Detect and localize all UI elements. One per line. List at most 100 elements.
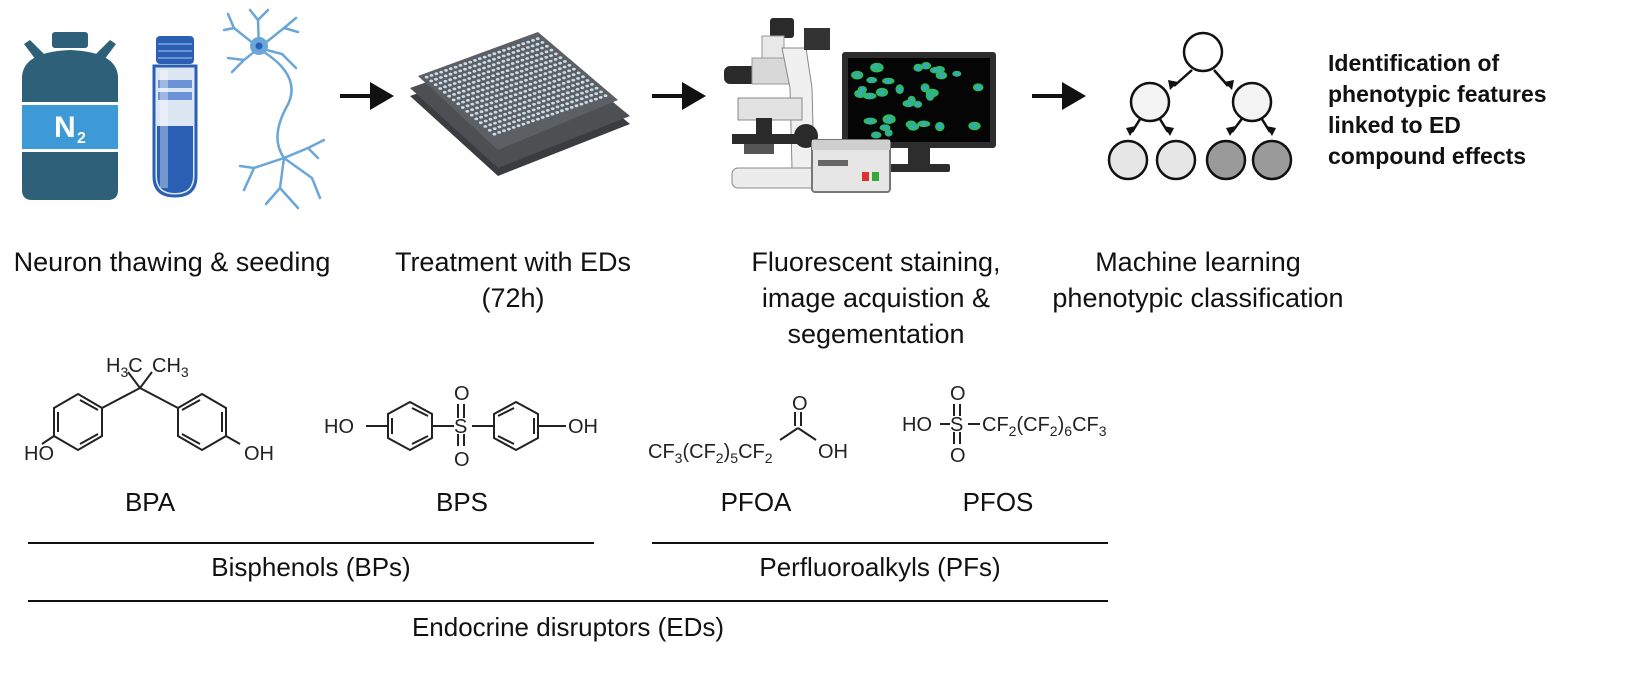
well-dot	[541, 99, 546, 103]
well-dot	[570, 89, 575, 93]
well-dot	[498, 109, 503, 112]
well-dot	[495, 83, 500, 87]
well-dot	[508, 105, 512, 109]
bpa-ch3-label: CH3	[152, 355, 189, 380]
well-dot	[506, 63, 510, 67]
well-dot	[571, 84, 575, 87]
well-dot	[517, 107, 522, 111]
well-dot	[548, 65, 553, 68]
well-dot	[584, 90, 589, 93]
pfoa-oh: OH	[818, 441, 848, 463]
bpa-oh-label: OH	[244, 443, 274, 465]
cell-nucleus	[887, 117, 891, 121]
well-dot	[468, 60, 473, 64]
well-dot	[510, 62, 515, 65]
well-dot	[497, 125, 502, 129]
well-dot	[546, 97, 551, 101]
step-caption-line: Neuron thawing & seeding	[13, 247, 331, 277]
well-dot	[580, 80, 585, 84]
well-dot	[498, 103, 503, 107]
well-dot	[512, 120, 516, 124]
well-dot	[553, 68, 557, 72]
well-dot	[438, 87, 443, 90]
well-dot	[585, 79, 590, 82]
well-dot	[603, 94, 608, 98]
well-dot	[477, 57, 482, 61]
well-dot	[479, 115, 483, 119]
well-dot	[575, 87, 580, 91]
well-dot	[484, 103, 489, 106]
well-dot	[493, 110, 498, 114]
well-dot	[506, 58, 511, 62]
well-dot	[501, 65, 505, 69]
well-dot	[492, 52, 497, 56]
well-dot	[494, 105, 498, 109]
well-dot	[460, 106, 465, 109]
cell-nucleus	[860, 87, 865, 92]
well-dot	[497, 56, 501, 59]
well-dot	[476, 84, 481, 88]
compound-name-bps: BPS	[435, 487, 489, 517]
well-dot	[507, 127, 511, 131]
well-dot	[524, 73, 529, 77]
well-dot	[523, 84, 528, 88]
well-dot	[566, 74, 571, 78]
well-dot	[528, 77, 533, 81]
well-dot	[439, 76, 443, 79]
well-dot	[480, 93, 485, 97]
well-dot	[451, 98, 456, 102]
well-dot	[526, 110, 531, 113]
well-dot	[504, 96, 508, 100]
well-dot	[481, 83, 485, 86]
well-dot	[556, 94, 561, 98]
well-dot	[522, 106, 527, 110]
well-dot	[461, 100, 465, 104]
well-dot	[539, 63, 543, 66]
compound-name-bpa: BPA	[124, 487, 176, 517]
cell-nucleus	[883, 125, 887, 130]
well-dot	[497, 50, 502, 54]
well-dot	[468, 66, 472, 69]
well-dot	[550, 107, 555, 110]
well-dot	[443, 74, 448, 78]
well-dot	[501, 54, 506, 58]
well-dot	[562, 71, 567, 74]
well-dot	[535, 37, 540, 41]
well-dot	[598, 96, 603, 99]
well-dot	[480, 88, 485, 92]
well-dot	[466, 98, 470, 102]
step-caption-line: segementation	[787, 319, 965, 349]
nitrogen-tank-icon: N 2	[22, 32, 118, 200]
well-dot	[424, 75, 429, 79]
well-dot	[438, 81, 443, 85]
step-caption-ml: Machine learning phenotypic classificati…	[1040, 244, 1356, 316]
step-caption-line: Treatment with EDs	[394, 247, 632, 277]
well-dot	[572, 67, 576, 71]
well-dot	[489, 101, 494, 105]
well-dot	[483, 125, 488, 128]
well-dot	[594, 86, 599, 90]
well-dot	[467, 82, 471, 86]
well-dot	[491, 74, 495, 77]
well-dot	[489, 107, 493, 110]
well-dot	[561, 87, 566, 91]
well-dot	[571, 78, 576, 82]
well-dot	[520, 64, 524, 67]
well-dot	[575, 93, 580, 97]
well-dot	[553, 58, 558, 61]
well-dot	[494, 94, 499, 98]
cell-nucleus	[976, 85, 980, 90]
well-dot	[457, 80, 462, 84]
well-dot	[548, 70, 552, 74]
well-dot	[574, 104, 579, 108]
well-dot	[485, 86, 490, 90]
cryovial-icon	[152, 36, 198, 198]
cell-nucleus	[939, 73, 944, 78]
well-dot	[448, 72, 453, 76]
well-dot	[527, 104, 532, 108]
well-dot	[544, 55, 549, 59]
well-dot	[541, 110, 545, 114]
step-caption-thawing: Neuron thawing & seeding	[2, 244, 342, 280]
well-dot	[482, 55, 487, 59]
well-dot	[538, 73, 543, 77]
